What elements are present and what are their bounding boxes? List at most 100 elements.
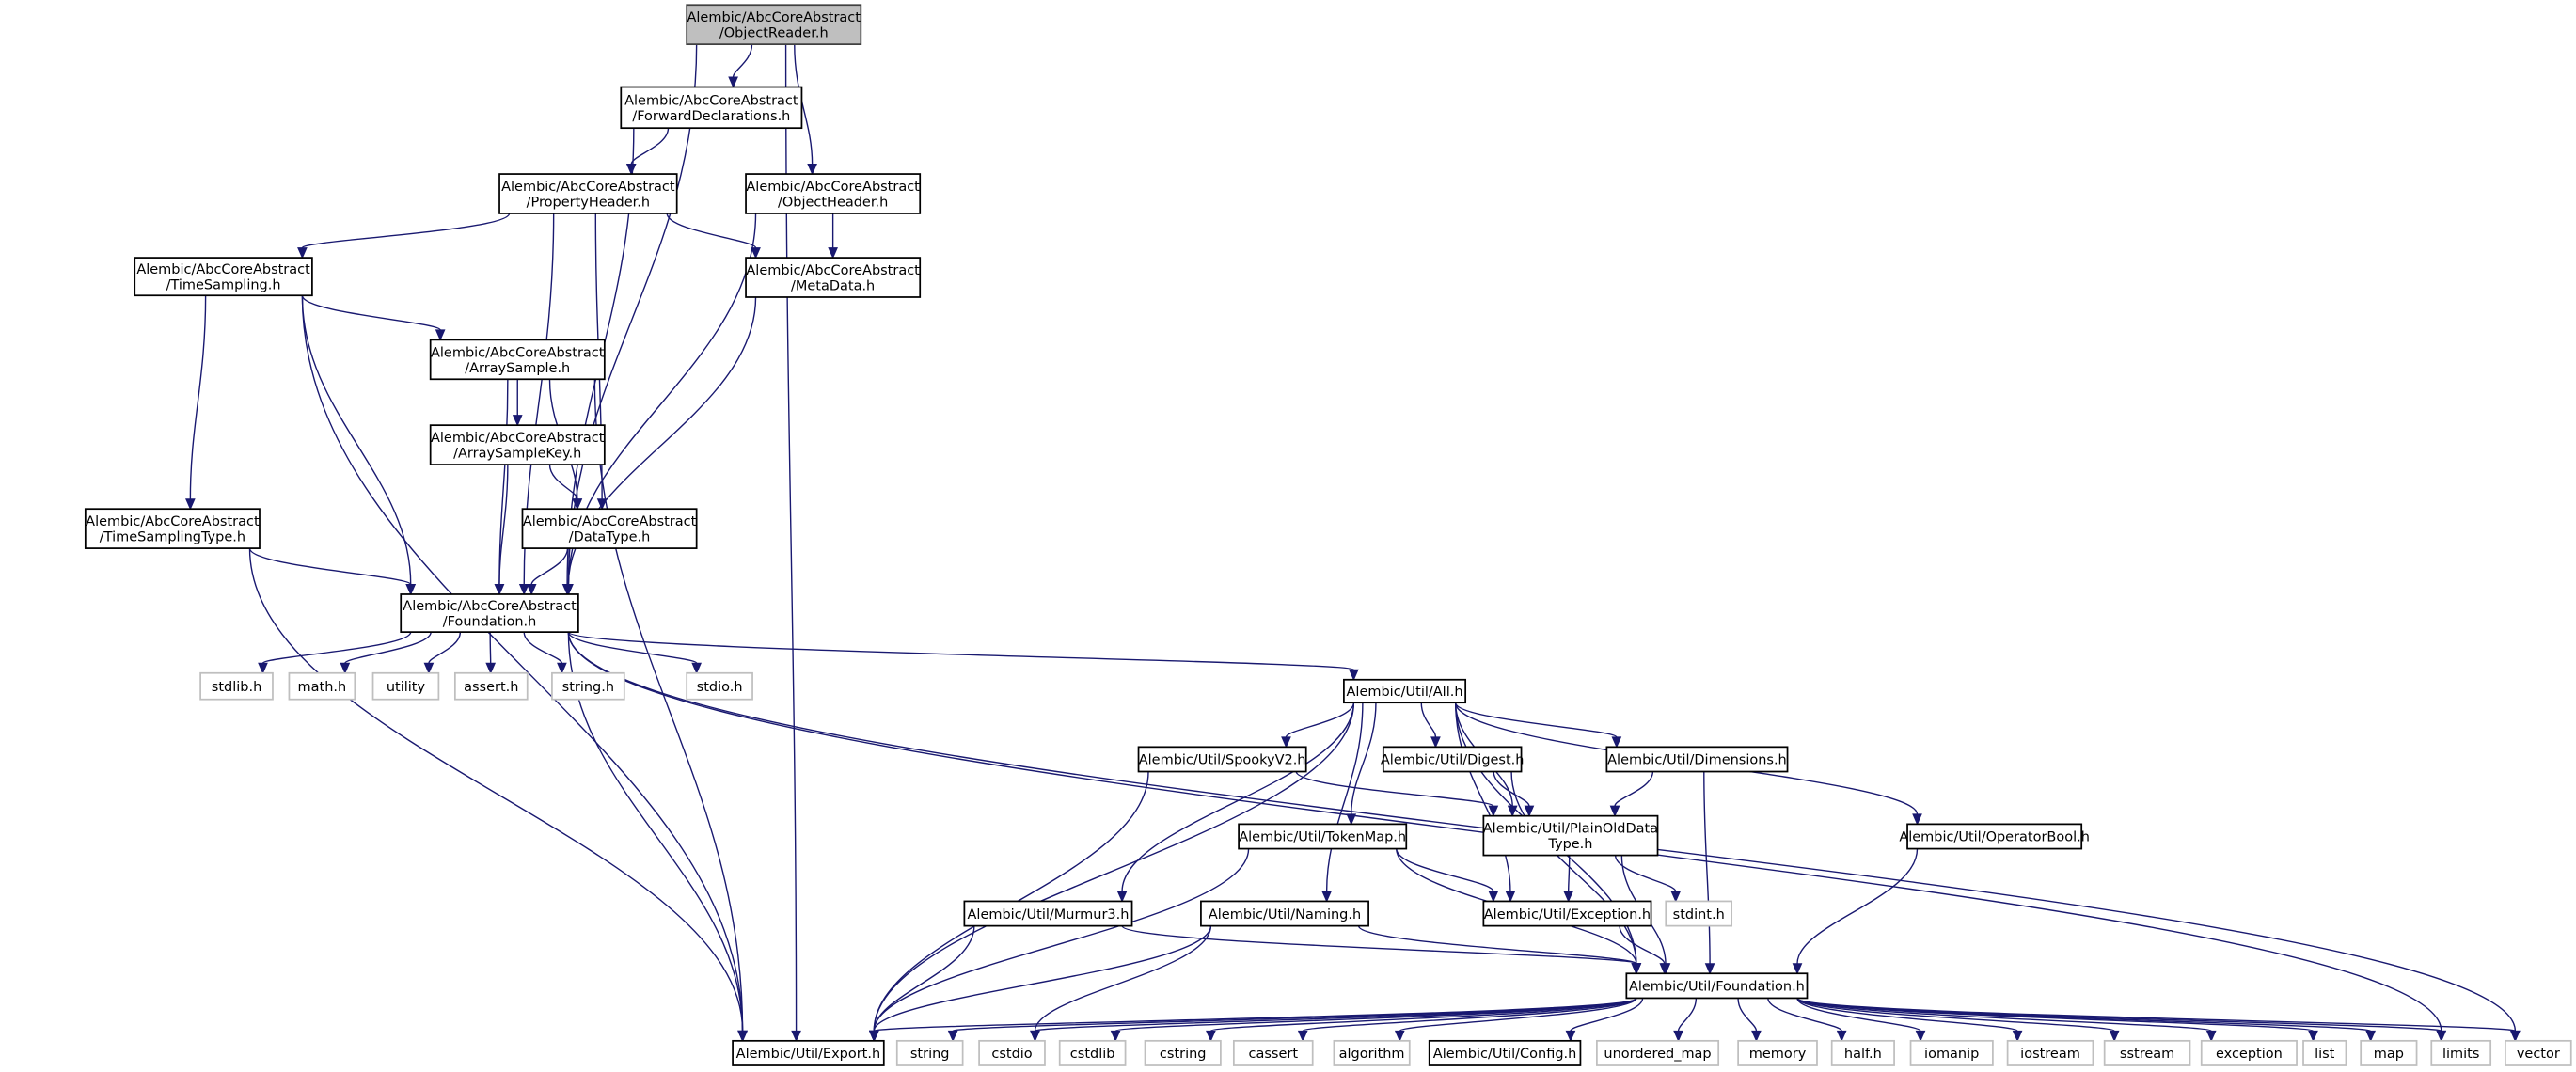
arrowhead-icon xyxy=(185,498,196,511)
node-murmur3[interactable]: Alembic/Util/Murmur3.h xyxy=(963,900,1133,927)
node-box xyxy=(745,257,922,298)
node-object-header[interactable]: Alembic/AbcCoreAbstract/ObjectHeader.h xyxy=(745,173,922,214)
edge-dimensions-to-util-foundation xyxy=(1703,771,1715,975)
node-box xyxy=(199,671,274,701)
edge-plain-old-data-type-to-exception xyxy=(1563,855,1574,903)
edge-line xyxy=(630,128,670,165)
arrowhead-icon xyxy=(435,329,446,341)
edge-time-sampling-type-to-abc-foundation xyxy=(248,547,417,596)
arrowhead-icon xyxy=(258,662,268,675)
node-label: map xyxy=(2374,1047,2404,1062)
edge-util-foundation-to-vector xyxy=(1796,997,2521,1043)
node-label: Alembic/Util/All.h xyxy=(1347,685,1463,700)
node-label: Alembic/Util/Exception.h xyxy=(1484,907,1651,922)
node-box xyxy=(1343,678,1467,704)
edge-line xyxy=(567,631,698,664)
edge-line xyxy=(952,997,1637,1033)
edge-digest-to-util-foundation xyxy=(1510,771,1642,975)
edge-abc-foundation-to-string-h xyxy=(523,632,567,675)
node-label: /ObjectHeader.h xyxy=(778,196,888,211)
edge-util-foundation-to-cassert xyxy=(1297,997,1637,1043)
node-map: map xyxy=(2360,1039,2418,1066)
node-all[interactable]: Alembic/Util/All.h xyxy=(1343,678,1467,704)
node-time-sampling-type[interactable]: Alembic/AbcCoreAbstract/TimeSamplingType… xyxy=(84,508,261,549)
node-digest[interactable]: Alembic/Util/Digest.h xyxy=(1381,746,1525,773)
node-exception[interactable]: Alembic/Util/Exception.h xyxy=(1482,900,1652,927)
node-forward-declarations[interactable]: Alembic/AbcCoreAbstract/ForwardDeclarati… xyxy=(620,86,803,130)
edge-line xyxy=(567,631,1355,670)
node-box xyxy=(1144,1039,1222,1066)
node-box xyxy=(84,508,261,549)
node-math-h: math.h xyxy=(288,671,356,701)
node-object-reader[interactable]: Alembic/AbcCoreAbstract/ObjectReader.h xyxy=(686,4,862,46)
node-box xyxy=(1909,1039,1994,1066)
node-label: Alembic/Util/TokenMap.h xyxy=(1239,830,1406,845)
node-cstdio: cstdio xyxy=(978,1039,1046,1066)
edge-array-sample-key-to-data-type xyxy=(548,464,583,511)
node-label: limits xyxy=(2442,1047,2479,1062)
node-label: exception xyxy=(2216,1047,2283,1062)
node-property-header[interactable]: Alembic/AbcCoreAbstract/PropertyHeader.h xyxy=(498,173,678,214)
node-abc-foundation[interactable]: Alembic/AbcCoreAbstract/Foundation.h xyxy=(400,593,579,634)
edge-line xyxy=(1034,925,1212,1032)
arrowhead-icon xyxy=(828,247,838,260)
edge-util-foundation-to-sstream xyxy=(1796,997,2120,1043)
edge-all-to-dimensions xyxy=(1454,702,1622,749)
edge-line xyxy=(1567,855,1571,891)
node-box xyxy=(1333,1039,1411,1066)
node-label: math.h xyxy=(298,680,347,695)
node-box xyxy=(1596,1039,1720,1066)
node-label: string.h xyxy=(562,680,614,695)
edge-line xyxy=(666,213,757,249)
node-operator-bool[interactable]: Alembic/Util/OperatorBool.h xyxy=(1899,823,2090,850)
node-naming[interactable]: Alembic/Util/Naming.h xyxy=(1200,900,1369,927)
edge-property-header-to-meta-data xyxy=(666,213,761,260)
node-stdlib-h: stdlib.h xyxy=(199,671,274,701)
node-util-foundation[interactable]: Alembic/Util/Foundation.h xyxy=(1625,972,1809,1000)
node-label: Alembic/Util/Config.h xyxy=(1433,1047,1577,1062)
node-label: assert.h xyxy=(464,680,518,695)
edge-util-foundation-to-config xyxy=(1565,998,1644,1043)
node-label: half.h xyxy=(1844,1047,1882,1062)
node-label: Alembic/Util/PlainOldData xyxy=(1483,822,1658,837)
arrowhead-icon xyxy=(947,1030,958,1043)
node-box xyxy=(453,671,529,701)
arrowhead-icon xyxy=(1792,963,1803,975)
arrowhead-icon xyxy=(737,1030,748,1043)
edge-digest-to-plain-old-data-type xyxy=(1493,771,1535,817)
arrowhead-icon xyxy=(1430,736,1441,749)
edge-line xyxy=(498,379,509,585)
node-dimensions[interactable]: Alembic/Util/Dimensions.h xyxy=(1605,746,1789,773)
node-config[interactable]: Alembic/Util/Config.h xyxy=(1428,1039,1582,1066)
node-data-type[interactable]: Alembic/AbcCoreAbstract/DataType.h xyxy=(521,508,698,549)
node-iostream: iostream xyxy=(2006,1039,2094,1066)
edge-line xyxy=(1295,771,1494,807)
node-label: Alembic/AbcCoreAbstract xyxy=(431,345,605,360)
arrowhead-icon xyxy=(485,662,497,675)
node-spooky-v2[interactable]: Alembic/Util/SpookyV2.h xyxy=(1137,746,1307,773)
node-array-sample-key[interactable]: Alembic/AbcCoreAbstract/ArraySampleKey.h xyxy=(429,424,606,465)
node-half-h: half.h xyxy=(1830,1039,1895,1066)
edge-line xyxy=(873,702,1355,1032)
node-box xyxy=(1232,1039,1314,1066)
node-box xyxy=(1238,823,1408,850)
node-array-sample[interactable]: Alembic/AbcCoreAbstract/ArraySample.h xyxy=(429,339,606,381)
node-time-sampling[interactable]: Alembic/AbcCoreAbstract/TimeSampling.h xyxy=(134,257,313,297)
arrowhead-icon xyxy=(751,247,761,260)
node-label: Alembic/Util/Murmur3.h xyxy=(968,907,1130,922)
node-stdint-h: stdint.h xyxy=(1665,900,1733,927)
node-box xyxy=(2360,1039,2418,1066)
node-label: cassert xyxy=(1249,1047,1299,1062)
node-meta-data[interactable]: Alembic/AbcCoreAbstract/MetaData.h xyxy=(745,257,922,298)
node-token-map[interactable]: Alembic/Util/TokenMap.h xyxy=(1238,823,1408,850)
arrowhead-icon xyxy=(1030,1030,1040,1043)
edge-line xyxy=(1209,997,1637,1033)
node-label: Alembic/AbcCoreAbstract xyxy=(523,514,697,529)
node-label: Alembic/Util/Foundation.h xyxy=(1629,980,1805,995)
node-box xyxy=(1737,1039,1818,1066)
node-export[interactable]: Alembic/Util/Export.h xyxy=(732,1039,885,1066)
node-label: /Foundation.h xyxy=(443,615,537,630)
node-box xyxy=(1906,823,2083,850)
edge-abc-foundation-to-stdio-h xyxy=(567,631,702,675)
